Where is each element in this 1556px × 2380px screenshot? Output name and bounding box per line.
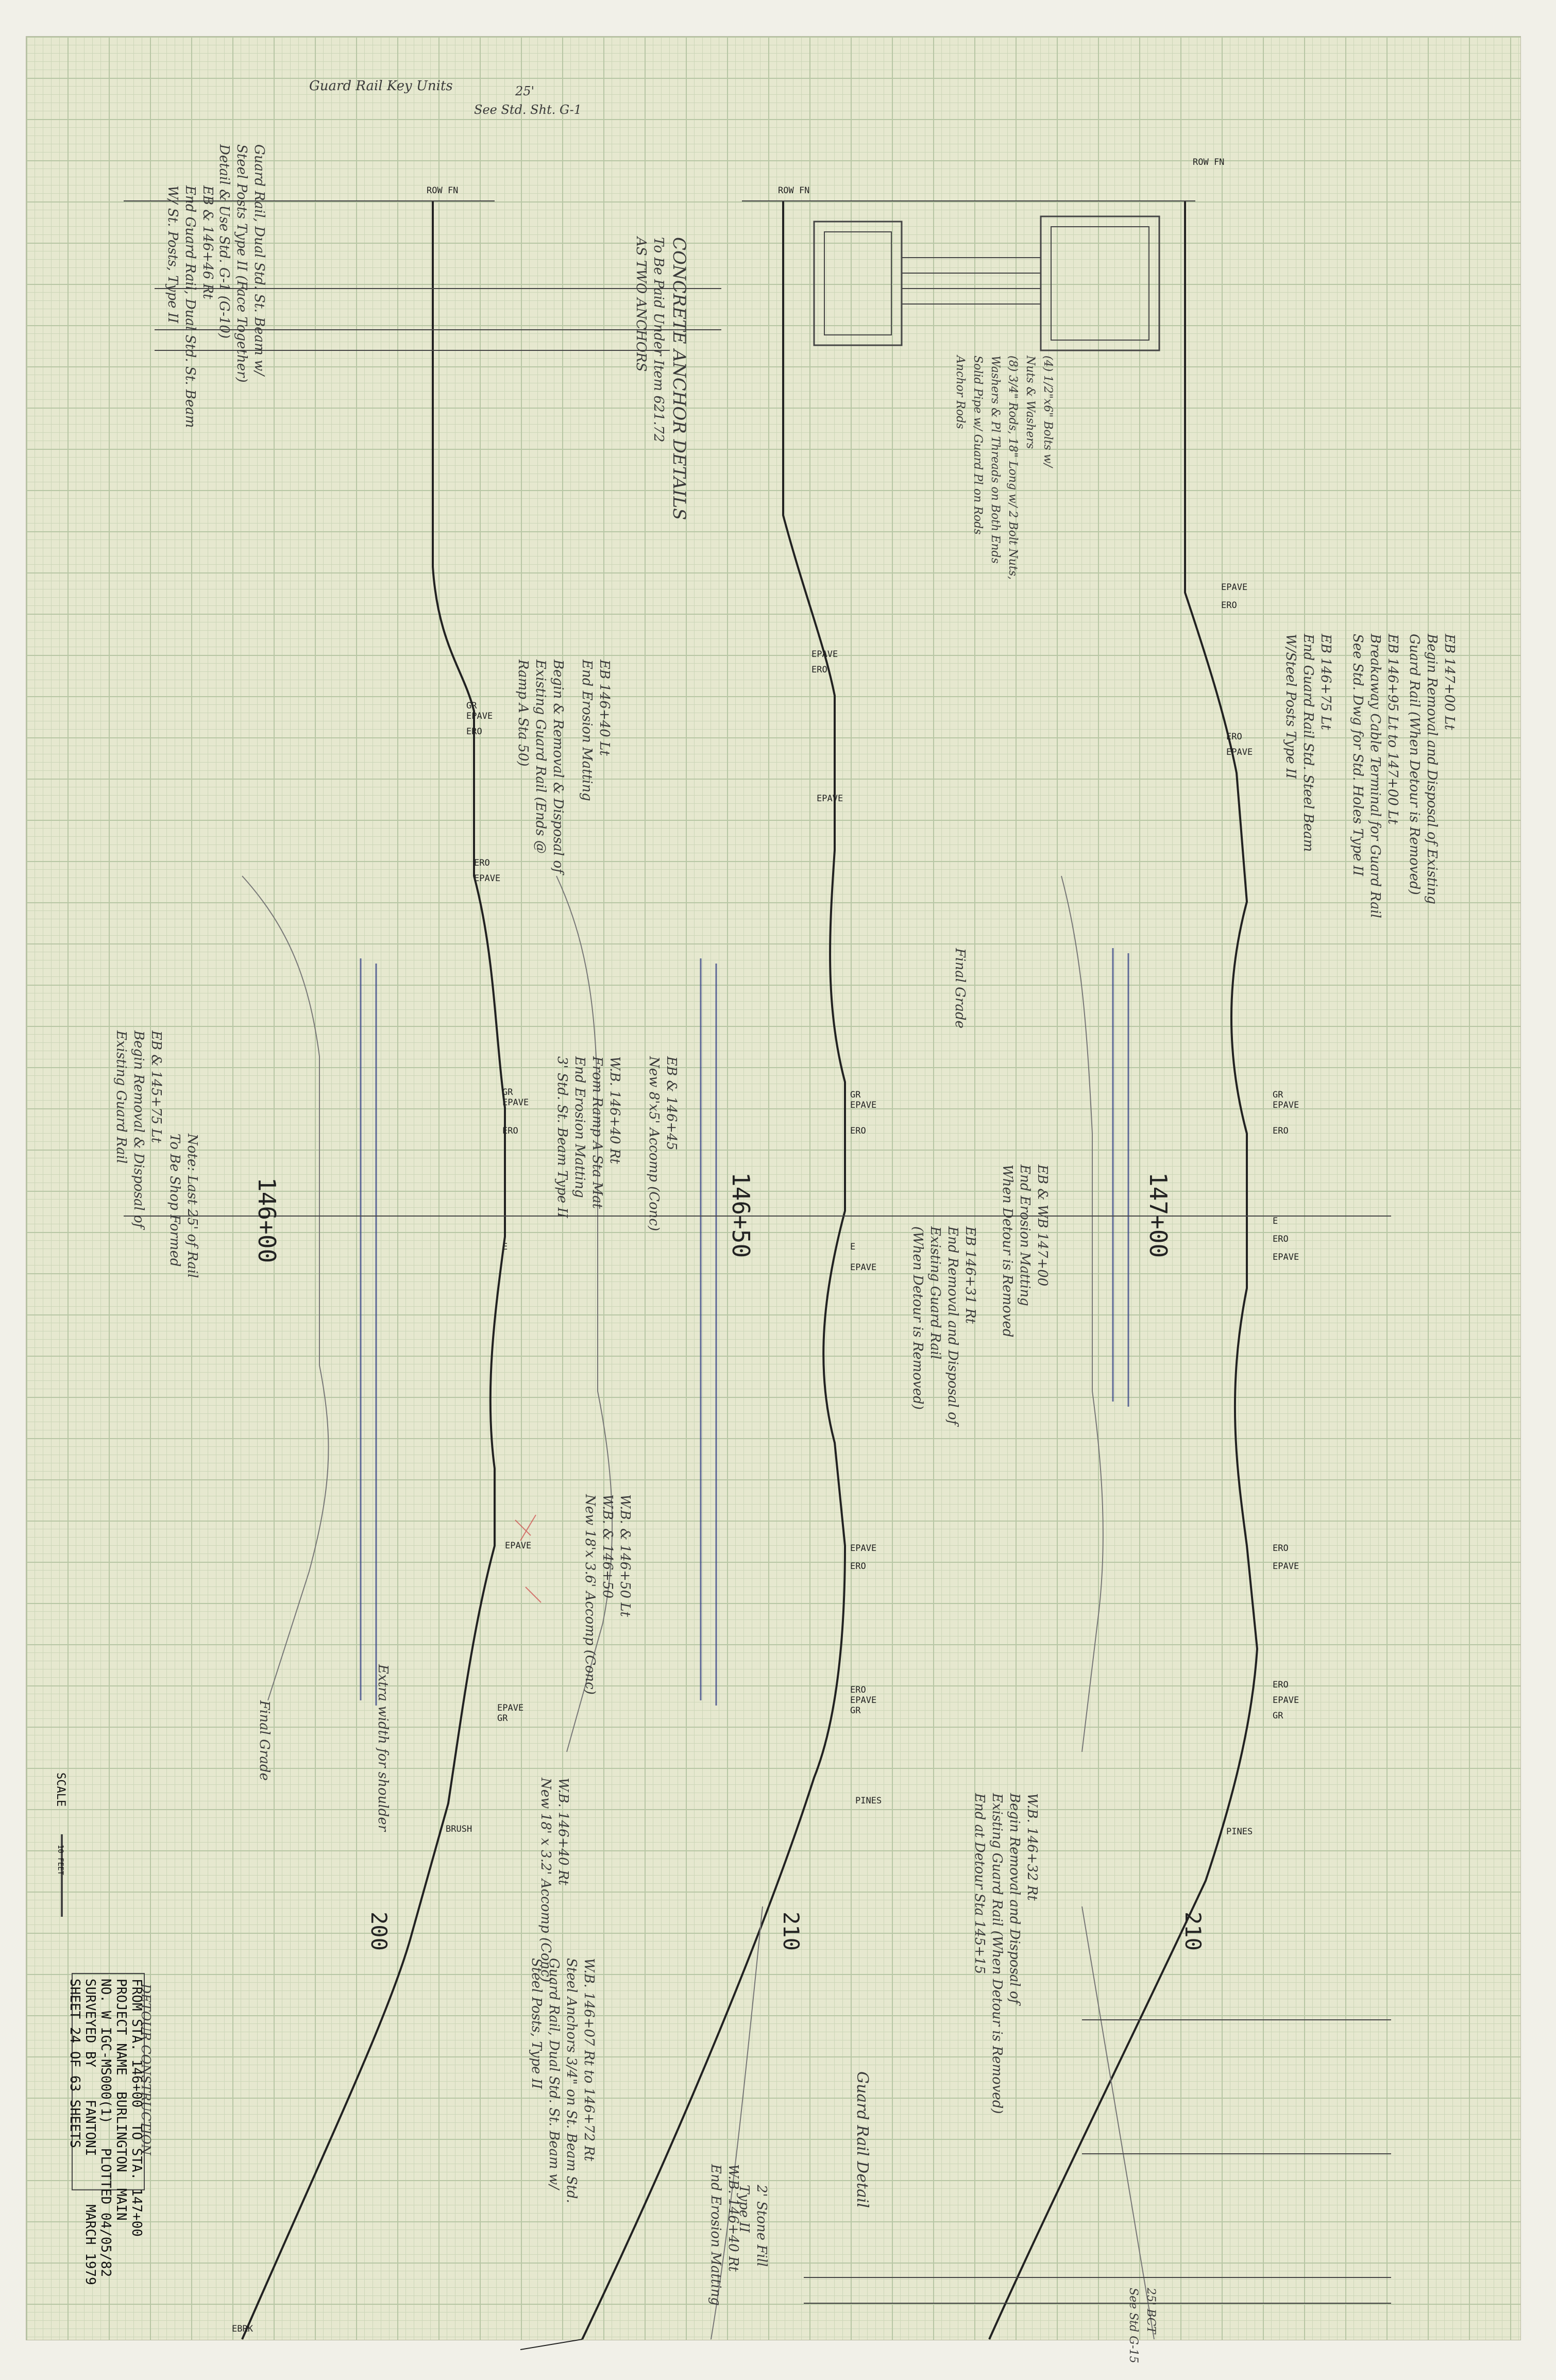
title-project: PROJECT NAME BURLINGTON MAIN	[113, 1979, 129, 2221]
station-146-50: 146+50	[727, 1172, 755, 1258]
epave-label: EPAVE	[1226, 747, 1253, 757]
ero-label: ERO	[1226, 732, 1242, 742]
brush-label: BRUSH	[446, 1824, 472, 1834]
wb-146-40-note: W.B. 146+40 Rt From Ramp A Sta Mat End E…	[554, 1056, 622, 1218]
eb-146-45-note: EB & 146+45 New 8'x5' Accomp (Conc)	[646, 1056, 679, 1231]
title-sheet: SHEET 24 OF 63 SHEETS	[67, 1979, 82, 2148]
gr-label: GR	[1273, 1090, 1283, 1100]
ero-label: ERO	[1273, 1234, 1289, 1244]
wb-146-40c-note: W.B. 146+40 Rt End Erosion Matting	[708, 2164, 741, 2306]
epave-label: EPAVE	[1273, 1695, 1299, 1706]
gr-label: GR	[850, 1706, 861, 1716]
elevation-210: 210	[1180, 1912, 1206, 1951]
epave-label: EPAVE	[1221, 582, 1248, 593]
ero-label: ERO	[474, 858, 490, 868]
ero-label: ERO	[850, 1685, 866, 1695]
scale-value: 10 FEET	[56, 1845, 64, 1876]
guard-rail-dual-note: Guard Rail, Dual Std. St. Beam w/ Steel …	[216, 144, 267, 383]
dim-25: 25'	[515, 84, 535, 98]
station-147: 147+00	[1144, 1172, 1172, 1258]
epave-label: EPAVE	[466, 711, 493, 721]
gr-label: GR	[497, 1713, 508, 1724]
epave-label: EPAVE	[850, 1695, 877, 1706]
epave-label: EPAVE	[1273, 1252, 1299, 1262]
final-grade-note: Final Grade	[257, 1700, 272, 1781]
sta-see-25-note: 25' BCT See Std G-15	[1127, 2288, 1157, 2364]
epave-label: EPAVE	[497, 1703, 524, 1713]
wb-146-40b-note: W.B. 146+40 Rt New 18' x 3.2' Accomp (Co…	[538, 1778, 571, 1983]
epave-label: EPAVE	[505, 1541, 532, 1551]
title-surveyed: SURVEYED BY FANTONI MARCH 1979	[82, 1979, 98, 2285]
epave-label: EPAVE	[502, 1098, 529, 1108]
ero-label: ERO	[466, 727, 482, 737]
gr-label: GR	[850, 1090, 861, 1100]
epave-label: EPAVE	[811, 649, 838, 660]
row-fn-label: ROW FN	[1193, 157, 1225, 167]
epave-label: EPAVE	[817, 794, 843, 804]
final-grade-note: Final Grade	[952, 948, 968, 1028]
guard-rail-detail: Guard Rail Detail	[853, 2071, 871, 2208]
wb-146-07-note: W.B. 146+07 Rt to 146+72 Rt Steel Anchor…	[529, 1958, 597, 2203]
concrete-anchor-title: CONCRETE ANCHOR DETAILS	[669, 237, 689, 520]
pines-label: PINES	[855, 1796, 882, 1806]
e-label: E	[850, 1242, 856, 1252]
gr-label: GR	[502, 1087, 513, 1098]
eb-notes-2: EB 146+95 Lt to 147+00 Lt Breakaway Cabl…	[1350, 634, 1400, 918]
ero-label: ERO	[1273, 1680, 1289, 1690]
begin-removal-note: Begin & Removal & Disposal of Existing G…	[515, 660, 566, 873]
eb-145-75-note: EB & 145+75 Lt Begin Removal & Disposal …	[113, 1031, 164, 1228]
wb-146-32-note: W.B. 146+32 Rt Begin Removal and Disposa…	[972, 1793, 1040, 2114]
gr-label: GR	[1273, 1711, 1283, 1721]
title-from-to: FROM STA. 146+00 TO STA. 147+00	[129, 1979, 144, 2237]
row-fn-label: ROW FN	[778, 185, 810, 196]
concrete-anchor-sub: To Be Paid Under Item 621.72 AS TWO ANCH…	[633, 237, 666, 443]
eb-146-46-note: EB & 146+46 Rt End Guard Rail, Dual Std.…	[165, 185, 215, 428]
epave-label: EPAVE	[1273, 1100, 1299, 1110]
wb-146-50-note: W.B. & 146+50 Lt W.B. & 146+50 New 18'x …	[582, 1494, 633, 1695]
elevation-210: 210	[779, 1912, 804, 1951]
title-number: NO. W IGC-MS000(1) PLOTTED 04/05/82	[98, 1979, 113, 2277]
ero-label: ERO	[1273, 1126, 1289, 1136]
epave-label: EPAVE	[1273, 1561, 1299, 1572]
pines-label: PINES	[1226, 1827, 1253, 1837]
eb-147-00-note: EB & WB 147+00 End Erosion Matting When …	[1000, 1164, 1050, 1338]
ero-label: ERO	[502, 1126, 518, 1136]
guard-rail-key-units: Guard Rail Key Units	[309, 78, 453, 94]
epave-label: EPAVE	[850, 1100, 877, 1110]
e-label: E	[1273, 1216, 1278, 1226]
scale-label: SCALE	[54, 1773, 67, 1807]
eb-146-40-note: EB 146+40 Lt End Erosion Matting	[579, 660, 612, 801]
gr-label: GR	[466, 701, 477, 711]
row-fn-label: ROW FN	[427, 185, 459, 196]
ero-label: ERO	[1221, 600, 1237, 611]
station-146: 146+00	[253, 1177, 281, 1263]
ero-label: ERO	[811, 665, 827, 675]
ero-label: ERO	[1273, 1543, 1289, 1554]
anchor-notes: (4) 1/2"x6" Bolts w/ Nuts & Washers (8) …	[954, 356, 1054, 580]
eb-147-rail-note: EB 146+31 Rt End Removal and Disposal of…	[910, 1226, 978, 1425]
extra-width-note: Extra width for shoulder	[375, 1664, 391, 1832]
elevation-200: 200	[366, 1912, 392, 1951]
ero-label: ERO	[850, 1561, 866, 1572]
ebrk-label: EBRK	[232, 2324, 253, 2334]
anchor-note-left: Note: Last 25' of Rail To Be Shop Formed	[167, 1134, 200, 1278]
epave-label: EPAVE	[850, 1543, 877, 1554]
top-notes: EB 147+00 Lt Begin Removal and Disposal …	[1407, 634, 1457, 904]
see-std-note: See Std. Sht. G-1	[474, 103, 582, 117]
epave-label: EPAVE	[850, 1262, 877, 1273]
eb-notes-3: EB 146+75 Lt End Guard Rail Std. Steel B…	[1283, 634, 1333, 852]
graph-paper	[26, 36, 1521, 2340]
ero-label: ERO	[850, 1126, 866, 1136]
e-label: E	[502, 1242, 508, 1252]
epave-label: EPAVE	[474, 873, 501, 884]
